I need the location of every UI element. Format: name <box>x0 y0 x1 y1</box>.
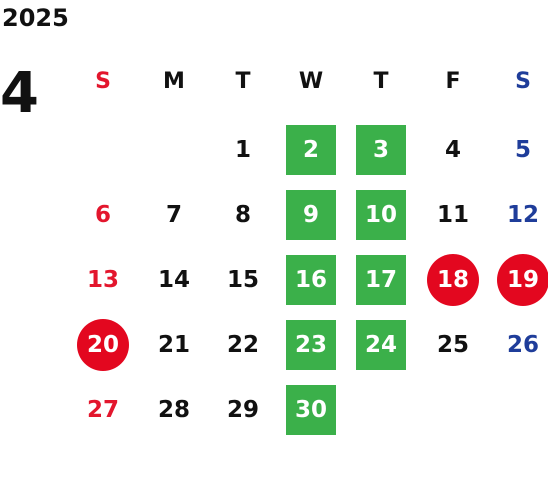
day-cell[interactable]: 3 <box>372 137 389 163</box>
weekday-tue: T <box>235 68 251 94</box>
day-cell[interactable]: 15 <box>226 267 259 293</box>
day-cell[interactable]: 7 <box>165 202 182 228</box>
day-cell[interactable]: 27 <box>86 397 119 423</box>
day-cell[interactable]: 26 <box>506 332 539 358</box>
day-cell[interactable]: 8 <box>234 202 251 228</box>
day-cell[interactable]: 5 <box>514 137 531 163</box>
weekday-mon: M <box>163 68 185 94</box>
day-cell[interactable]: 6 <box>94 202 111 228</box>
day-cell[interactable]: 18 <box>436 267 469 293</box>
day-cell[interactable]: 10 <box>364 202 397 228</box>
green-highlight <box>356 320 406 370</box>
day-cell[interactable]: 4 <box>444 137 461 163</box>
day-cell[interactable]: 13 <box>86 267 119 293</box>
day-cell[interactable]: 21 <box>157 332 190 358</box>
green-highlight <box>286 385 336 435</box>
day-cell[interactable]: 25 <box>436 332 469 358</box>
green-highlight <box>286 125 336 175</box>
green-highlight <box>356 125 406 175</box>
weekday-fri: F <box>445 68 461 94</box>
month-number: 4 <box>0 61 39 126</box>
day-cell[interactable]: 28 <box>157 397 190 423</box>
day-cell[interactable]: 30 <box>294 397 327 423</box>
holiday-circle <box>427 254 479 306</box>
day-cell[interactable]: 20 <box>86 332 119 358</box>
holiday-circle <box>497 254 548 306</box>
green-highlight <box>286 190 336 240</box>
day-cell[interactable]: 19 <box>506 267 539 293</box>
green-highlight <box>356 255 406 305</box>
weekday-wed: W <box>298 68 324 94</box>
day-cell[interactable]: 14 <box>157 267 190 293</box>
weekday-sat: S <box>515 68 531 94</box>
green-highlight <box>356 190 406 240</box>
year-label: 2025 <box>2 4 69 32</box>
day-cell[interactable]: 12 <box>506 202 539 228</box>
day-cell[interactable]: 17 <box>364 267 397 293</box>
day-cell[interactable]: 29 <box>226 397 259 423</box>
green-highlight <box>286 255 336 305</box>
day-cell[interactable]: 9 <box>302 202 319 228</box>
day-cell[interactable]: 16 <box>294 267 327 293</box>
weekday-sun: S <box>95 68 111 94</box>
weekday-thu: T <box>373 68 389 94</box>
day-cell[interactable]: 22 <box>226 332 259 358</box>
day-cell[interactable]: 24 <box>364 332 397 358</box>
day-cell[interactable]: 2 <box>302 137 319 163</box>
day-cell[interactable]: 1 <box>234 137 251 163</box>
day-cell[interactable]: 23 <box>294 332 327 358</box>
holiday-circle <box>77 319 129 371</box>
green-highlight <box>286 320 336 370</box>
day-cell[interactable]: 11 <box>436 202 469 228</box>
